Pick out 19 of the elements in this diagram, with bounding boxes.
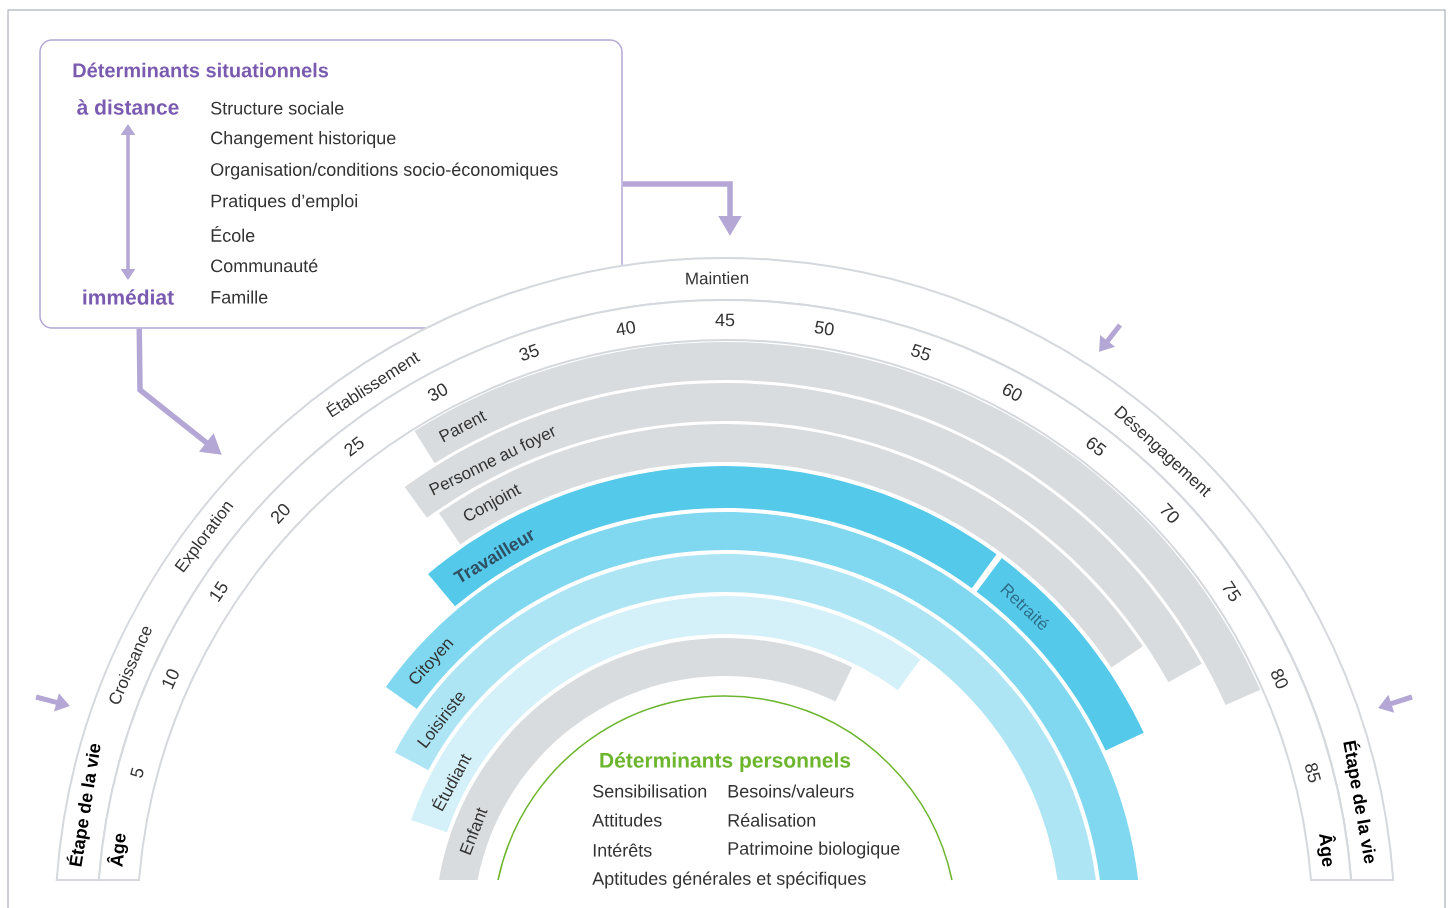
node-label: 45 — [715, 313, 735, 327]
node-label: 85 — [1305, 763, 1322, 783]
node-label: 60 — [1002, 383, 1022, 401]
node-label: 65 — [1086, 437, 1107, 456]
node-label: Âge — [106, 833, 129, 868]
node-label: 15 — [210, 580, 228, 603]
node-label: Maintien — [686, 271, 749, 285]
node-label: Âge — [1317, 834, 1336, 867]
node-label: 80 — [1271, 669, 1288, 689]
node-label: 55 — [911, 343, 932, 361]
node-label: 70 — [1160, 502, 1179, 523]
node-label: 25 — [344, 436, 364, 457]
node-label: 75 — [1222, 580, 1242, 602]
node-label: 30 — [427, 383, 448, 401]
node-label: 5 — [130, 767, 144, 778]
node-label: 50 — [814, 320, 834, 336]
node-label: 10 — [162, 669, 179, 690]
node-label: 35 — [519, 343, 539, 361]
node-label: 20 — [271, 503, 290, 525]
